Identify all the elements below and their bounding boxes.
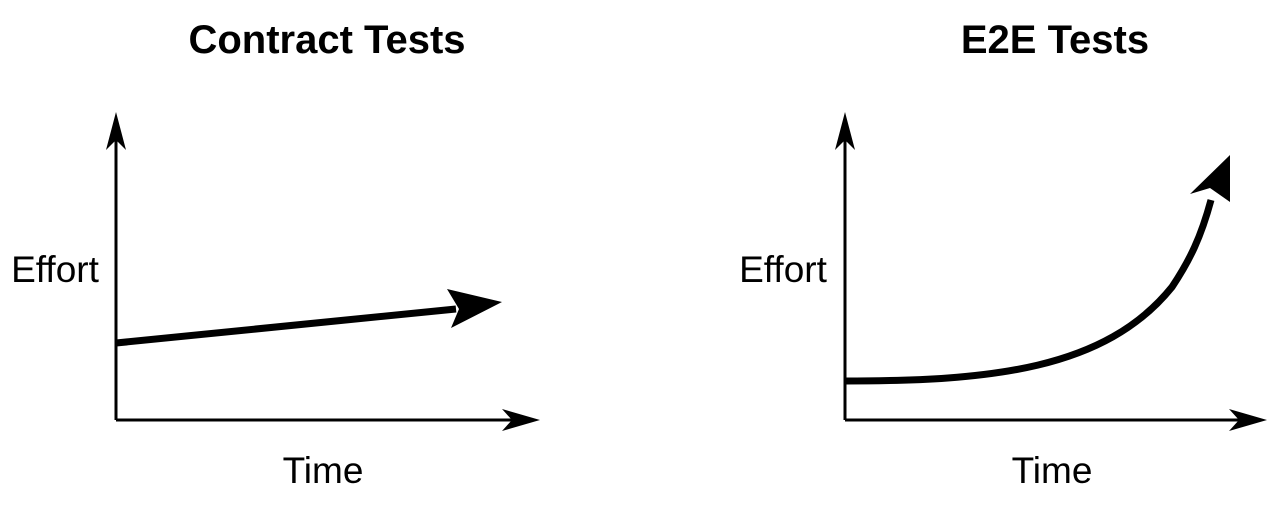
effort-trend-arrowhead — [1190, 155, 1230, 202]
panel-title-e2e-tests: E2E Tests — [961, 18, 1149, 62]
panel-contract-tests: Contract Tests Effort Time — [11, 18, 540, 491]
y-axis-label: Effort — [739, 249, 827, 290]
x-axis-arrowhead — [502, 409, 540, 431]
effort-trend-line — [115, 305, 457, 347]
panel-e2e-tests: E2E Tests Effort Time — [739, 18, 1267, 491]
x-axis-arrowhead — [1229, 409, 1267, 431]
y-axis-arrowhead — [106, 112, 126, 150]
x-axis-label: Time — [283, 450, 364, 491]
effort-trend-curve — [844, 199, 1215, 385]
panel-title-contract-tests: Contract Tests — [188, 18, 465, 62]
y-axis-label: Effort — [11, 249, 99, 290]
effort-trend-arrowhead — [447, 289, 502, 328]
x-axis-label: Time — [1012, 450, 1093, 491]
y-axis-arrowhead — [835, 112, 855, 150]
